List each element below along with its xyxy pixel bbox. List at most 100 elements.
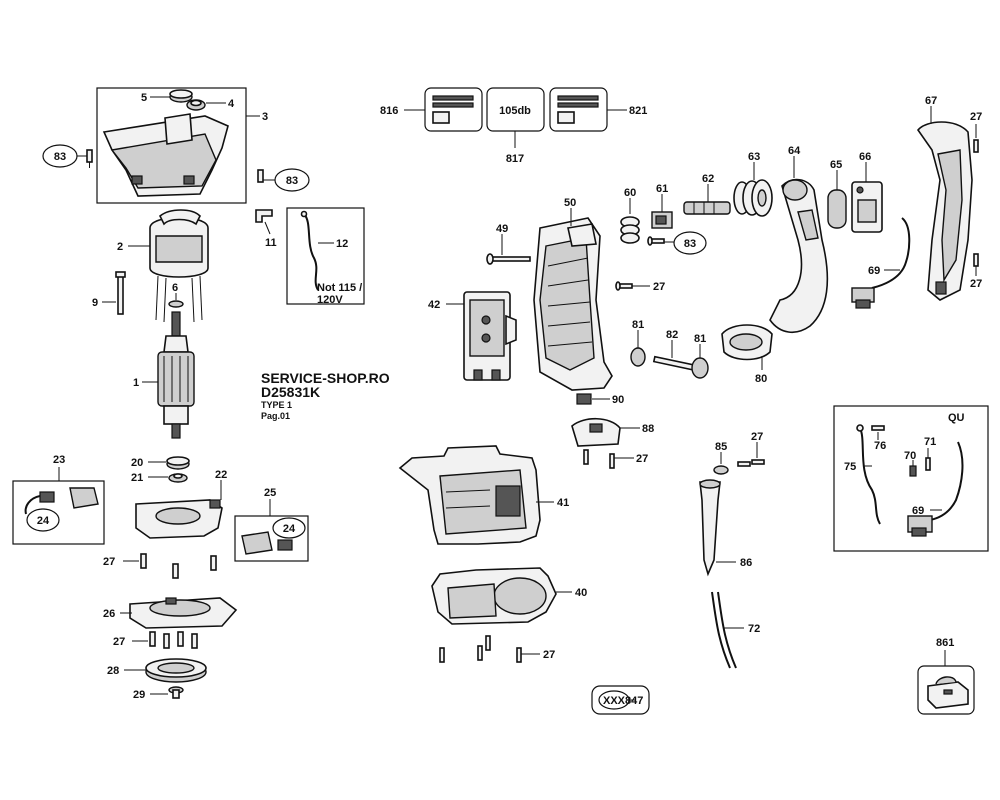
label-821: 821 [629,105,647,117]
label-83-left: 83 [54,151,66,163]
part-70 [909,465,917,477]
qu-variant-box [833,405,989,552]
label-9: 9 [92,297,98,309]
screws-27-small [737,459,765,467]
label-69: 69 [868,265,880,277]
base-40 [431,567,557,625]
label-85: 85 [715,441,727,453]
label-4: 4 [228,98,235,110]
label-847: 847 [625,695,643,707]
label-76: 76 [874,440,886,452]
label-27-b: 27 [113,636,125,648]
bearing-21 [168,473,188,483]
cord-guard-86 [699,479,721,577]
screw-27-right-bottom [973,253,979,267]
label-42: 42 [428,299,440,311]
label-50: 50 [564,197,576,209]
label-80: 80 [755,373,767,385]
screws-27-under-88 [583,449,615,469]
label-62: 62 [702,173,714,185]
gear-bearing-top [169,89,193,103]
label-3: 3 [262,111,268,123]
clip-90 [576,393,592,405]
xxx-plate [591,685,650,715]
label-63: 63 [748,151,760,163]
label-61: 61 [656,183,668,195]
label-29: 29 [133,689,145,701]
wiring-69-qu [907,441,964,537]
motor-housing-41 [398,445,541,545]
label-41: 41 [557,497,569,509]
long-screw-49 [486,253,531,265]
knob-81-right [691,357,709,379]
bushing-61 [651,211,673,229]
spring-60 [620,216,640,244]
label-83-right: 83 [286,175,298,187]
label-24-right: 24 [283,523,296,535]
callout-24-right [272,517,306,539]
bearing-plate-26 [129,597,238,629]
clamp-80 [721,324,773,361]
watermark-site: SERVICE-SHOP.RO [261,370,390,386]
screw-76 [871,425,885,431]
note-not115: Not 115 / [317,282,362,294]
label-12: 12 [336,238,348,250]
washer-85 [713,465,729,475]
label-64: 64 [788,145,801,157]
screw-71 [925,457,931,471]
gear-housing-box [96,87,247,204]
grip-65 [827,189,847,229]
watermark-type: TYPE 1 [261,400,292,410]
side-handle-64 [769,178,829,333]
label-60: 60 [624,187,636,199]
washer-6 [168,300,184,308]
screws-27-row1 [140,553,217,579]
label-28: 28 [107,665,119,677]
brush-holder-right [241,531,293,555]
label-25: 25 [264,487,276,499]
callout-83-right [274,168,310,192]
label-2: 2 [117,241,123,253]
screw-27-middle [615,281,633,291]
label-26: 26 [103,608,115,620]
armature [157,311,195,439]
rear-handle-67 [917,121,973,301]
cable-12-box [286,207,365,305]
watermark-model: D25831K [261,384,320,400]
screw-83-middle [647,236,665,246]
button-88 [571,417,621,447]
label-81-right: 81 [694,333,706,345]
db-label: 105db [499,105,531,117]
screw-83-right [257,169,264,183]
label-plate-816 [424,87,483,132]
label-40: 40 [575,587,587,599]
label-67: 67 [925,95,937,107]
seal-ring [186,99,206,111]
label-82: 82 [666,329,678,341]
brush-box-23 [12,480,105,545]
label-20: 20 [131,457,143,469]
rod-62 [683,201,731,215]
label-27-f: 27 [636,453,648,465]
label-24-left: 24 [37,515,50,527]
brush-plate [135,499,223,539]
label-81-left: 81 [632,319,644,331]
ring-28 [145,658,207,683]
label-plate-821 [549,87,608,132]
bearing-20 [166,456,190,470]
label-70: 70 [904,450,916,462]
label-1: 1 [133,377,139,389]
label-71: 71 [924,436,936,448]
label-5: 5 [141,92,147,104]
label-69-qu: 69 [912,505,924,517]
screws-27-row2 [149,631,198,649]
pin-82 [652,355,697,372]
module-66 [851,181,883,233]
xxx-text: XXX [603,695,626,707]
qu-label: QU [948,412,965,424]
brush-holder-left [24,487,99,515]
label-83-middle: 83 [684,238,696,250]
label-27-e: 27 [970,278,982,290]
label-72: 72 [748,623,760,635]
